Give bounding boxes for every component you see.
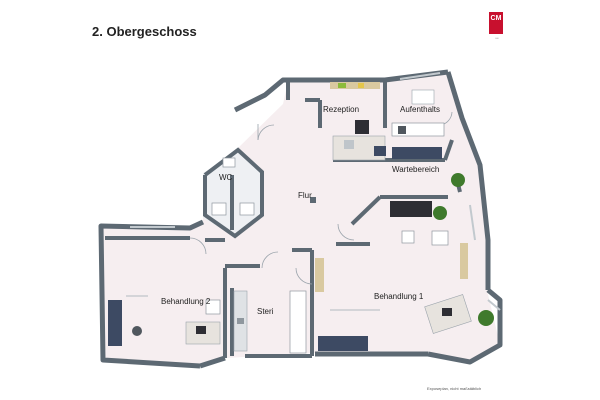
steri-furniture — [233, 290, 307, 354]
room-label-wartebereich: Wartebereich — [392, 165, 439, 174]
room-label-flur: Flur — [298, 191, 312, 200]
reception-furniture — [330, 82, 386, 161]
room-labels: Rezeption Aufenthalts WC Wartebereich Fl… — [161, 105, 440, 316]
room-label-wc: WC — [219, 173, 233, 182]
brand-logo: CM — [489, 12, 503, 34]
floor-title: 2. Obergeschoss — [92, 24, 197, 39]
logo-caption: ••• — [495, 36, 499, 40]
room-label-rezeption: Rezeption — [323, 105, 359, 114]
wc-fixtures — [211, 157, 255, 216]
staff-room-furniture — [391, 89, 445, 137]
room-label-aufenthalts: Aufenthalts — [400, 105, 440, 114]
treatment-room-1-furniture — [315, 258, 494, 351]
room-label-steri: Steri — [257, 307, 274, 316]
windows — [130, 72, 501, 311]
lounge-furniture — [310, 197, 468, 279]
room-label-behandlung2: Behandlung 2 — [161, 297, 211, 306]
plan-disclaimer: Exposeplan, nicht maßstäblich — [427, 386, 482, 391]
waiting-area-furniture — [392, 147, 465, 187]
treatment-room-2-furniture — [108, 295, 221, 346]
room-label-behandlung1: Behandlung 1 — [374, 292, 424, 301]
